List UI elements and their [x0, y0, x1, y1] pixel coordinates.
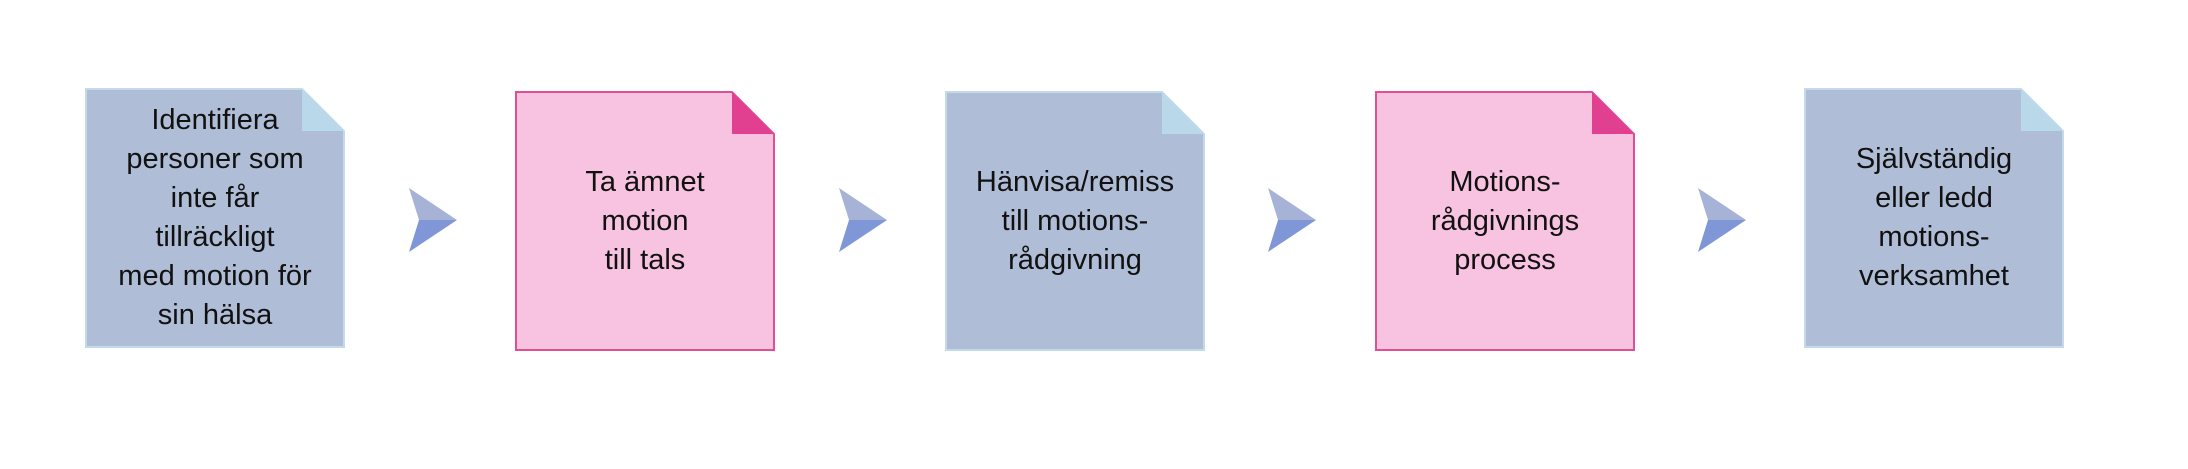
step-5-note: Självständig eller ledd motions- verksam…: [1804, 88, 2064, 348]
step-1-note: Identifiera personer som inte får tillrä…: [85, 88, 345, 348]
arrow-1-icon: [409, 188, 457, 252]
step-2-note: Ta ämnet motion till tals: [515, 91, 775, 351]
note-shape: [1375, 91, 1635, 351]
step-2-text: Ta ämnet motion till tals: [585, 165, 705, 276]
step-3-note: Hänvisa/remiss till motions- rådgivning: [945, 91, 1205, 351]
note-shape: [945, 91, 1205, 351]
step-5-text: Självständig eller ledd motions- verksam…: [1855, 143, 2013, 292]
step-3-text: Hänvisa/remiss till motions- rådgivning: [975, 165, 1175, 276]
arrow-3-icon: [1268, 188, 1316, 252]
arrow-4-icon: [1698, 188, 1746, 252]
note-shape: [515, 91, 775, 351]
note-shape: [85, 88, 345, 348]
step-4-note: Motions- rådgivnings process: [1375, 91, 1635, 351]
step-4-text: Motions- rådgivnings process: [1430, 165, 1580, 276]
note-shape: [1804, 88, 2064, 348]
step-1-text: Identifiera personer som inte får tillrä…: [118, 104, 312, 331]
arrow-2-icon: [839, 188, 887, 252]
